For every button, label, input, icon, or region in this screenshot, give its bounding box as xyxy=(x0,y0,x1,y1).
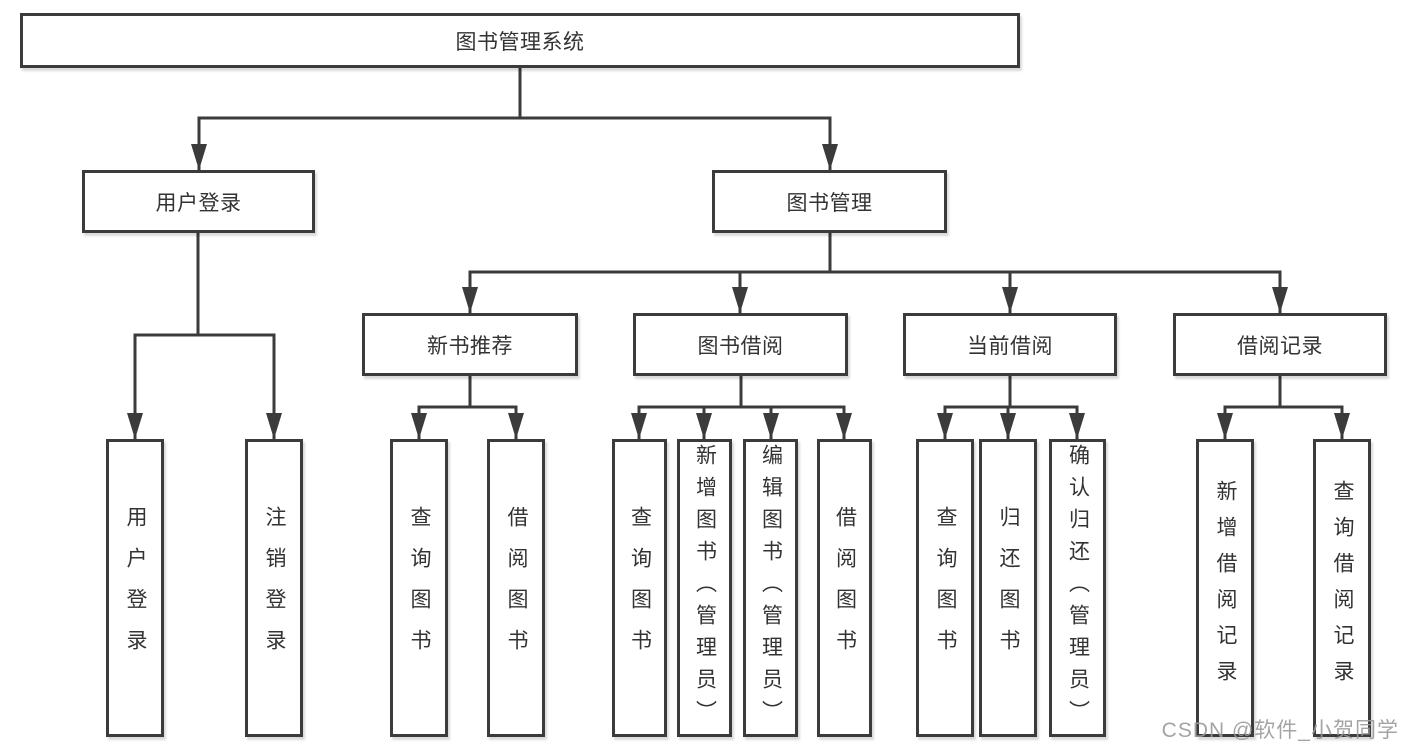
connector-new-book-children xyxy=(411,372,524,439)
connector-book-borrow-children xyxy=(631,372,852,439)
node-label: 借阅记录 xyxy=(1237,334,1323,358)
node-label: 用户登录 xyxy=(124,506,147,670)
node-label: 借阅图书 xyxy=(505,506,528,670)
node-label: 新书推荐 xyxy=(427,334,513,358)
node-label: 编辑图书（管理员） xyxy=(759,444,783,732)
node-borrow-books: 借阅图书 xyxy=(817,439,872,737)
node-label: 注销登录 xyxy=(263,506,286,670)
node-label: 用户登录 xyxy=(155,191,242,215)
connector-book-mgmt-to-level3 xyxy=(462,229,1288,313)
node-library-system: 图书管理系统 xyxy=(20,13,1020,68)
node-borrow-books-recommend: 借阅图书 xyxy=(487,439,545,737)
connector-current-borrow-children xyxy=(937,372,1085,439)
node-borrowing-records: 借阅记录 xyxy=(1173,313,1387,376)
node-label: 确认归还（管理员） xyxy=(1066,444,1090,732)
node-label: 查询借阅记录 xyxy=(1331,480,1354,696)
node-return-books: 归还图书 xyxy=(979,439,1037,737)
connector-user-login-children xyxy=(127,229,282,439)
node-label: 新增借阅记录 xyxy=(1214,480,1237,696)
node-label: 图书管理系统 xyxy=(455,30,585,54)
node-label: 查询图书 xyxy=(408,506,431,670)
node-label: 当前借阅 xyxy=(967,334,1053,358)
node-query-books-borrow: 查询图书 xyxy=(612,439,667,737)
node-logout: 注销登录 xyxy=(245,439,303,737)
node-query-books-recommend: 查询图书 xyxy=(390,439,448,737)
node-new-book-recommend: 新书推荐 xyxy=(362,313,578,376)
node-user-login-action: 用户登录 xyxy=(106,439,164,737)
node-label: 图书借阅 xyxy=(697,334,784,358)
node-book-borrowing: 图书借阅 xyxy=(633,313,848,376)
node-user-login: 用户登录 xyxy=(82,170,315,233)
csdn-watermark: CSDN @软件_小贺同学 xyxy=(1161,719,1399,742)
node-current-borrowing: 当前借阅 xyxy=(903,313,1117,376)
node-label: 查询图书 xyxy=(628,506,652,670)
node-add-borrow-record: 新增借阅记录 xyxy=(1196,439,1254,737)
node-label: 借阅图书 xyxy=(833,506,857,670)
node-label: 新增图书（管理员） xyxy=(693,444,717,732)
node-edit-books-admin: 编辑图书（管理员） xyxy=(743,439,798,737)
node-add-books-admin: 新增图书（管理员） xyxy=(677,439,732,737)
node-query-books-current: 查询图书 xyxy=(916,439,974,737)
node-confirm-return-admin: 确认归还（管理员） xyxy=(1049,439,1106,737)
connector-records-children xyxy=(1217,372,1350,439)
connector-root-to-level2 xyxy=(191,64,838,170)
node-query-borrow-record: 查询借阅记录 xyxy=(1313,439,1371,737)
node-label: 图书管理 xyxy=(786,191,873,215)
node-label: 查询图书 xyxy=(934,506,957,670)
node-book-management: 图书管理 xyxy=(712,170,947,233)
node-label: 归还图书 xyxy=(997,506,1020,670)
